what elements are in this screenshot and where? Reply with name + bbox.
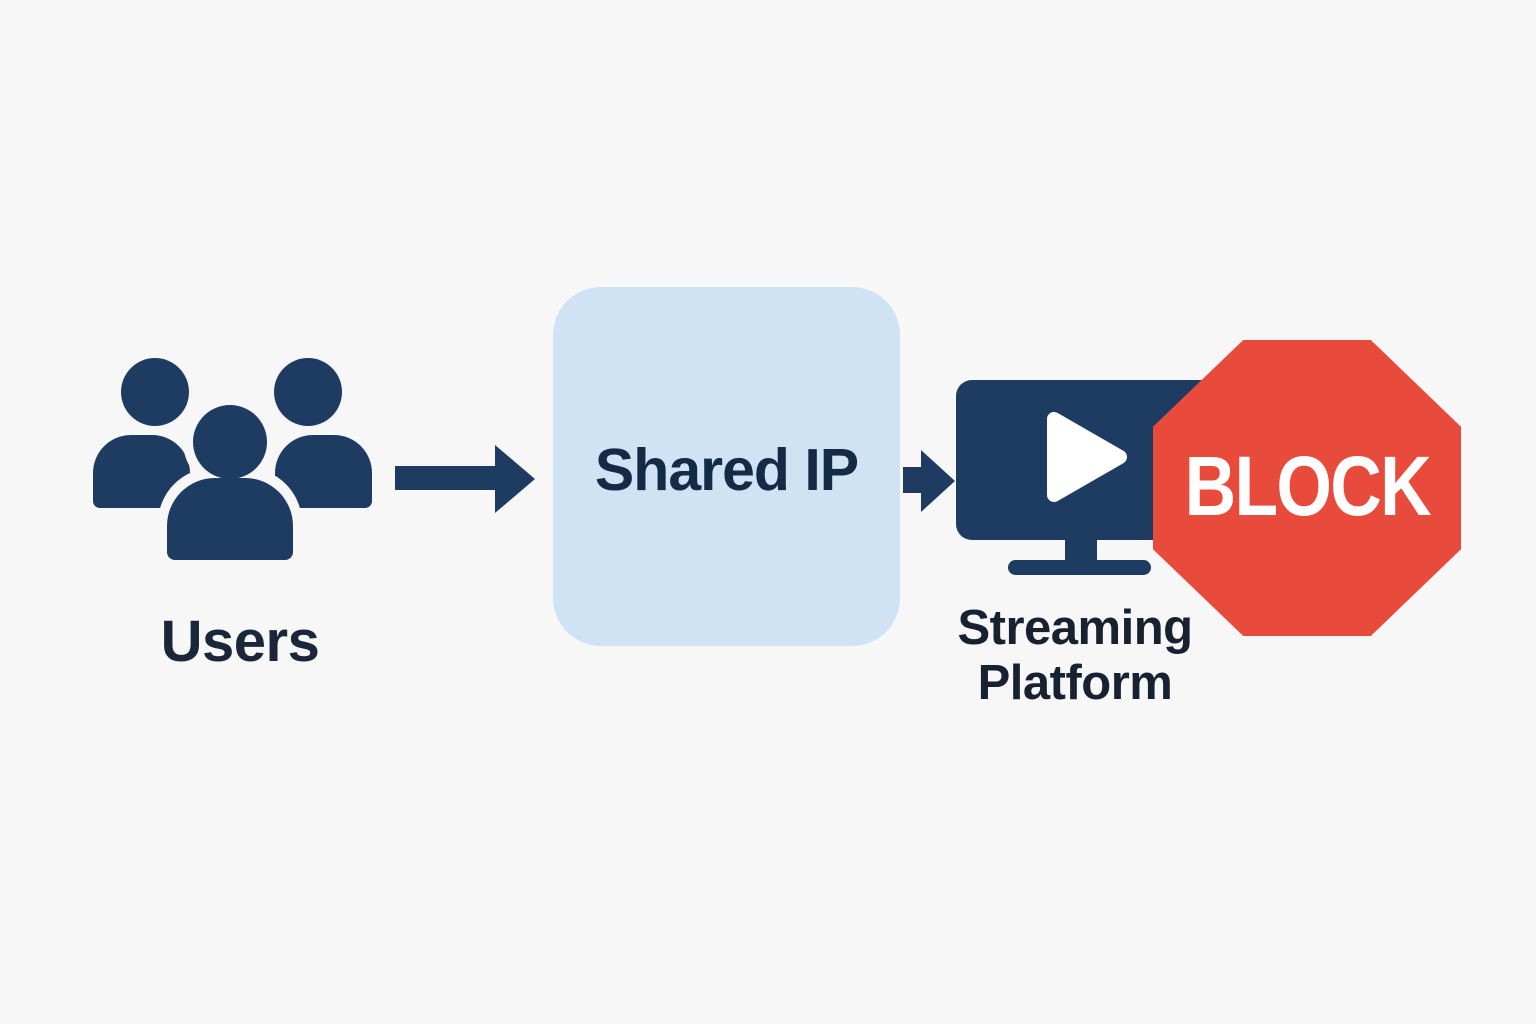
monitor-play-icon [956,380,1216,575]
streaming-platform-label: Streaming Platform [915,601,1235,712]
shared-ip-label: Shared IP [594,436,859,503]
shared-ip-node: Shared IP [553,287,900,646]
streaming-platform-label-line2: Platform [977,656,1173,711]
block-label: BLOCK [1184,438,1431,533]
stop-octagon-icon: BLOCK [1153,340,1461,636]
users-node-label: Users [160,609,320,674]
streaming-platform-label-line1: Streaming [957,601,1193,655]
arrow-right-icon [395,445,535,513]
arrow-right-icon [903,450,955,512]
users-group-icon [93,358,372,564]
